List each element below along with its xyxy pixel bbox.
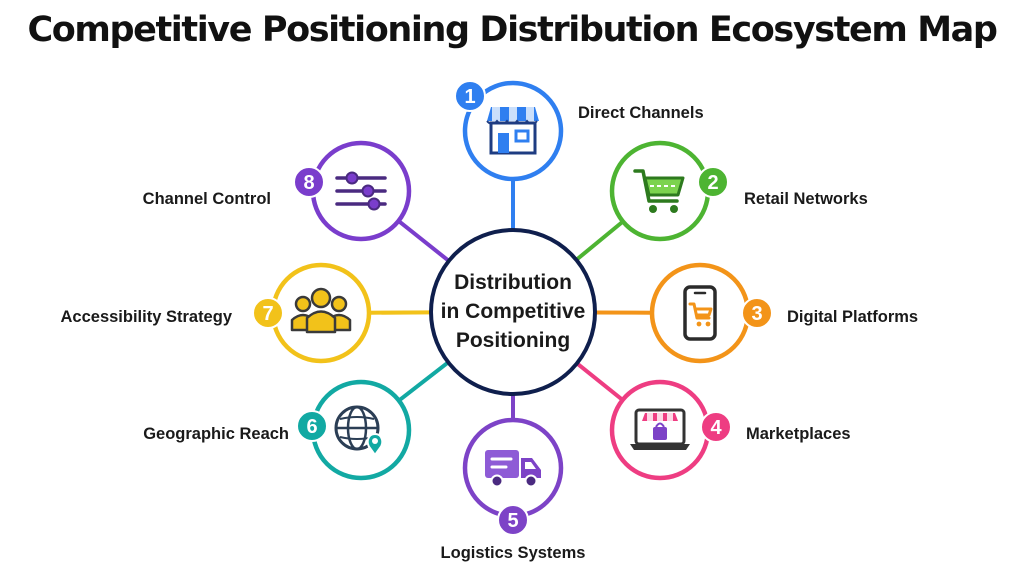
person-head xyxy=(330,295,348,313)
map-pin xyxy=(366,432,384,457)
bag-handle xyxy=(655,422,665,428)
node-4: 4 Marketplaces xyxy=(609,379,851,481)
node-label: Accessibility Strategy xyxy=(61,308,233,326)
number-badge xyxy=(741,297,773,329)
center-circle xyxy=(429,228,597,396)
awning-stripe xyxy=(492,107,500,121)
truck-window xyxy=(525,462,536,469)
person-head xyxy=(310,287,332,309)
connector-line xyxy=(574,219,625,262)
node-label: Marketplaces xyxy=(746,425,851,443)
awning-stripe xyxy=(526,107,534,121)
node-3: 3 Digital Platforms xyxy=(649,262,918,364)
phone-cart xyxy=(688,302,713,320)
number-badge xyxy=(454,80,486,112)
number-badge xyxy=(296,410,328,442)
phone-cart-wheel xyxy=(696,321,702,327)
node-label: Channel Control xyxy=(143,190,271,208)
person-head xyxy=(294,295,312,313)
number-badge-text: 8 xyxy=(303,172,314,194)
number-badge-text: 2 xyxy=(707,172,718,194)
awning-stripe xyxy=(647,413,653,421)
globe-pin-icon xyxy=(334,405,384,457)
center-line-2: in Competitive xyxy=(441,300,586,323)
delivery-truck-icon xyxy=(485,450,541,488)
person-body xyxy=(305,310,337,334)
awning-stripe xyxy=(509,107,517,121)
node-label: Direct Channels xyxy=(578,104,704,122)
center-line-1: Distribution xyxy=(454,271,572,294)
cart-wheel xyxy=(670,205,678,213)
node-label: Retail Networks xyxy=(744,190,868,208)
slider-knob xyxy=(361,184,375,198)
number-badge xyxy=(293,166,325,198)
connectors xyxy=(366,177,655,422)
shopping-bag xyxy=(653,427,667,440)
number-badge-text: 4 xyxy=(710,417,722,439)
number-badge xyxy=(700,411,732,443)
storefront-icon xyxy=(486,107,539,155)
people-group-icon xyxy=(290,287,352,334)
slider-knob xyxy=(345,171,359,185)
shop-door xyxy=(498,133,509,153)
phone-cart-wheel xyxy=(705,321,711,327)
connector-line xyxy=(396,360,451,403)
sliders-icon xyxy=(335,171,387,211)
truck-wheel xyxy=(490,474,504,488)
number-badge-text: 5 xyxy=(507,510,518,532)
laptop-base xyxy=(630,444,690,450)
node-7: 7 Accessibility Strategy xyxy=(61,262,372,364)
slider-knob xyxy=(367,197,381,211)
number-badge-text: 6 xyxy=(306,416,317,438)
number-badge xyxy=(697,166,729,198)
connector-line xyxy=(574,361,625,402)
number-badge xyxy=(497,504,529,536)
center-hub: Distribution in Competitive Positioning xyxy=(429,228,597,396)
truck-cargo xyxy=(485,450,519,478)
shop-window xyxy=(514,129,530,143)
center-line-3: Positioning xyxy=(456,329,570,352)
awning-stripe xyxy=(667,413,673,421)
node-6: 6 Geographic Reach xyxy=(143,379,412,481)
number-badge-text: 1 xyxy=(464,86,475,108)
connector-line xyxy=(396,218,451,263)
page-title: Competitive Positioning Distribution Eco… xyxy=(27,10,997,50)
smartphone-cart-icon xyxy=(683,285,717,341)
number-badge-text: 3 xyxy=(751,303,762,325)
node-label: Logistics Systems xyxy=(441,544,586,562)
number-badge xyxy=(252,297,284,329)
node-label: Geographic Reach xyxy=(143,425,289,443)
awning-stripe xyxy=(657,413,663,421)
online-shop-icon xyxy=(630,408,690,450)
truck-wheel xyxy=(524,474,538,488)
cart-wheel xyxy=(649,205,657,213)
number-badge-text: 7 xyxy=(262,303,273,325)
node-label: Digital Platforms xyxy=(787,308,918,326)
shopping-cart-icon xyxy=(633,169,685,213)
map-pin-dot xyxy=(372,438,378,444)
